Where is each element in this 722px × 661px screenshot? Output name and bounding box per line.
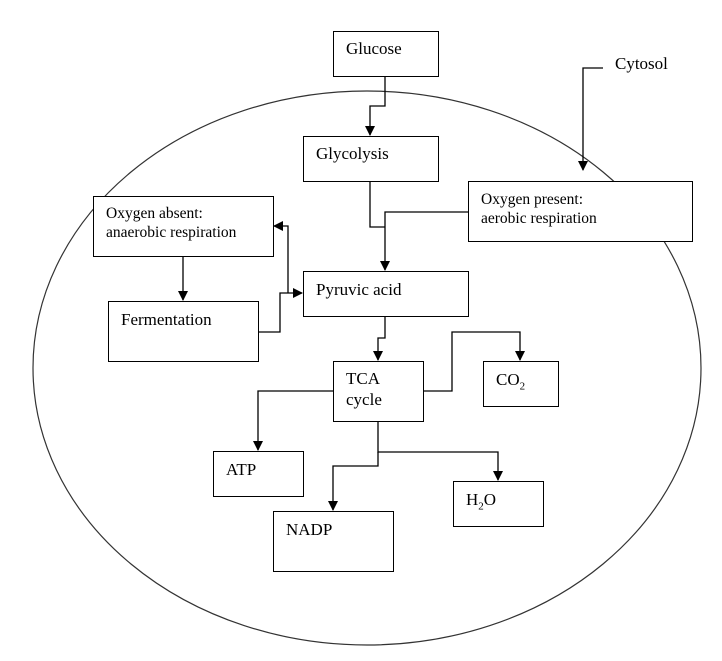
- co2-base: CO: [496, 370, 520, 389]
- glycolysis-box: Glycolysis: [303, 136, 439, 182]
- cell-membrane-ellipse: [32, 90, 702, 646]
- arrow-tca-to-nadp: [328, 452, 379, 511]
- co2-label: CO2: [496, 370, 525, 396]
- arrow-tca-to-atp: [253, 390, 333, 451]
- oxygen-absent-line1: Oxygen absent:: [106, 205, 203, 222]
- fermentation-label: Fermentation: [121, 310, 212, 329]
- co2-subscript: 2: [519, 380, 526, 393]
- arrow-to-oxygen-absent: [273, 221, 289, 293]
- h2o-post: O: [483, 490, 497, 509]
- arrow-oxygen-present-to-pyruvic: [380, 211, 468, 271]
- oxygen-present-box: Oxygen present: aerobic respiration: [468, 181, 693, 242]
- tca-line1: TCA: [346, 369, 380, 388]
- h2o-box: H2O: [453, 481, 544, 527]
- cytosol-label: Cytosol: [615, 54, 668, 73]
- arrow-tca-to-h2o: [377, 421, 503, 481]
- fermentation-box: Fermentation: [108, 301, 259, 362]
- pyruvic-acid-label: Pyruvic acid: [316, 280, 402, 299]
- h2o-label: H2O: [466, 490, 496, 516]
- tca-cycle-box: TCA cycle: [333, 361, 424, 422]
- glucose-label: Glucose: [346, 39, 402, 58]
- oxygen-absent-line2: anaerobic respiration: [106, 224, 237, 241]
- arrow-cytosol-pointer: [578, 67, 603, 171]
- oxygen-absent-box: Oxygen absent: anaerobic respiration: [93, 196, 274, 257]
- oxygen-present-line2: aerobic respiration: [481, 210, 597, 227]
- arrow-pyruvic-to-tca: [373, 316, 386, 361]
- atp-box: ATP: [213, 451, 304, 497]
- atp-label: ATP: [226, 460, 257, 479]
- pyruvic-acid-box: Pyruvic acid: [303, 271, 469, 317]
- nadp-box: NADP: [273, 511, 394, 572]
- h2o-subscript: 2: [478, 500, 484, 513]
- tca-line2: cycle: [346, 390, 382, 409]
- line-glycolysis-down: [369, 181, 385, 228]
- arrow-glucose-to-glycolysis: [365, 76, 386, 136]
- h2o-pre: H: [466, 490, 479, 509]
- glucose-box: Glucose: [333, 31, 439, 77]
- arrow-fermentation-to-pyruvic: [258, 288, 303, 333]
- oxygen-present-line1: Oxygen present:: [481, 191, 584, 208]
- co2-box: CO2: [483, 361, 559, 407]
- glycolysis-label: Glycolysis: [316, 144, 389, 163]
- arrow-tca-to-co2: [423, 331, 525, 392]
- nadp-label: NADP: [286, 520, 333, 539]
